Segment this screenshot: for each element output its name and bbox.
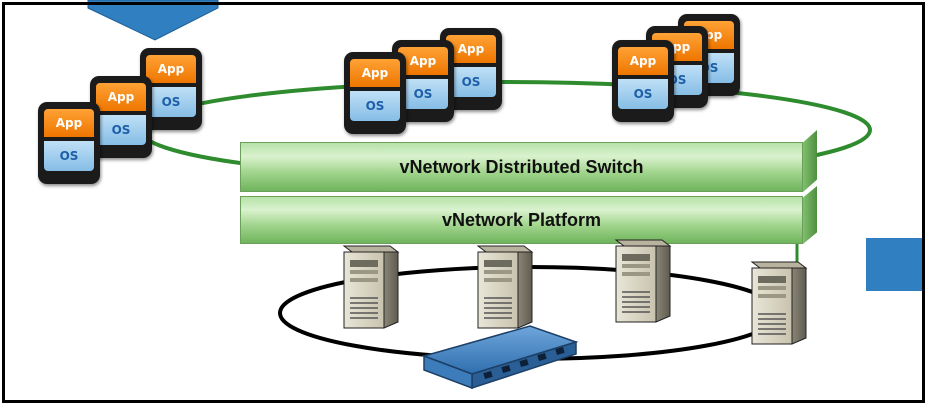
server-icon [342,245,400,329]
distributed-switch-bar: vNetwork Distributed Switch [240,142,803,192]
vm-app-label: App [618,47,668,75]
vm-app-label: App [350,59,400,87]
vm-app-label: App [398,47,448,75]
vm-app-label: App [146,55,196,83]
vm-os-label: OS [96,115,146,145]
vm-app-label: App [96,83,146,111]
server-icon [750,261,808,345]
vm-card: App OS [612,40,674,122]
vm-app-label: App [44,109,94,137]
vm-os-label: OS [398,79,448,109]
blue-square-icon [866,238,922,291]
server-icon [614,239,672,323]
platform-bar: vNetwork Platform [240,196,803,244]
distributed-switch-label: vNetwork Distributed Switch [399,156,644,177]
vm-os-label: OS [618,79,668,109]
vm-os-label: OS [446,67,496,97]
down-arrow-icon [87,0,219,41]
distributed-switch-bar-side [803,130,817,192]
vm-card: App OS [344,52,406,134]
platform-bar-side [803,186,817,244]
network-switch-icon [421,325,579,390]
platform-label: vNetwork Platform [441,209,602,230]
vm-app-label: App [446,35,496,63]
server-icon [476,245,534,329]
vm-card: App OS [90,76,152,158]
vm-os-label: OS [44,141,94,171]
vm-os-label: OS [146,87,196,117]
vm-card: App OS [38,102,100,184]
vm-os-label: OS [350,91,400,121]
diagram-frame [2,2,925,403]
